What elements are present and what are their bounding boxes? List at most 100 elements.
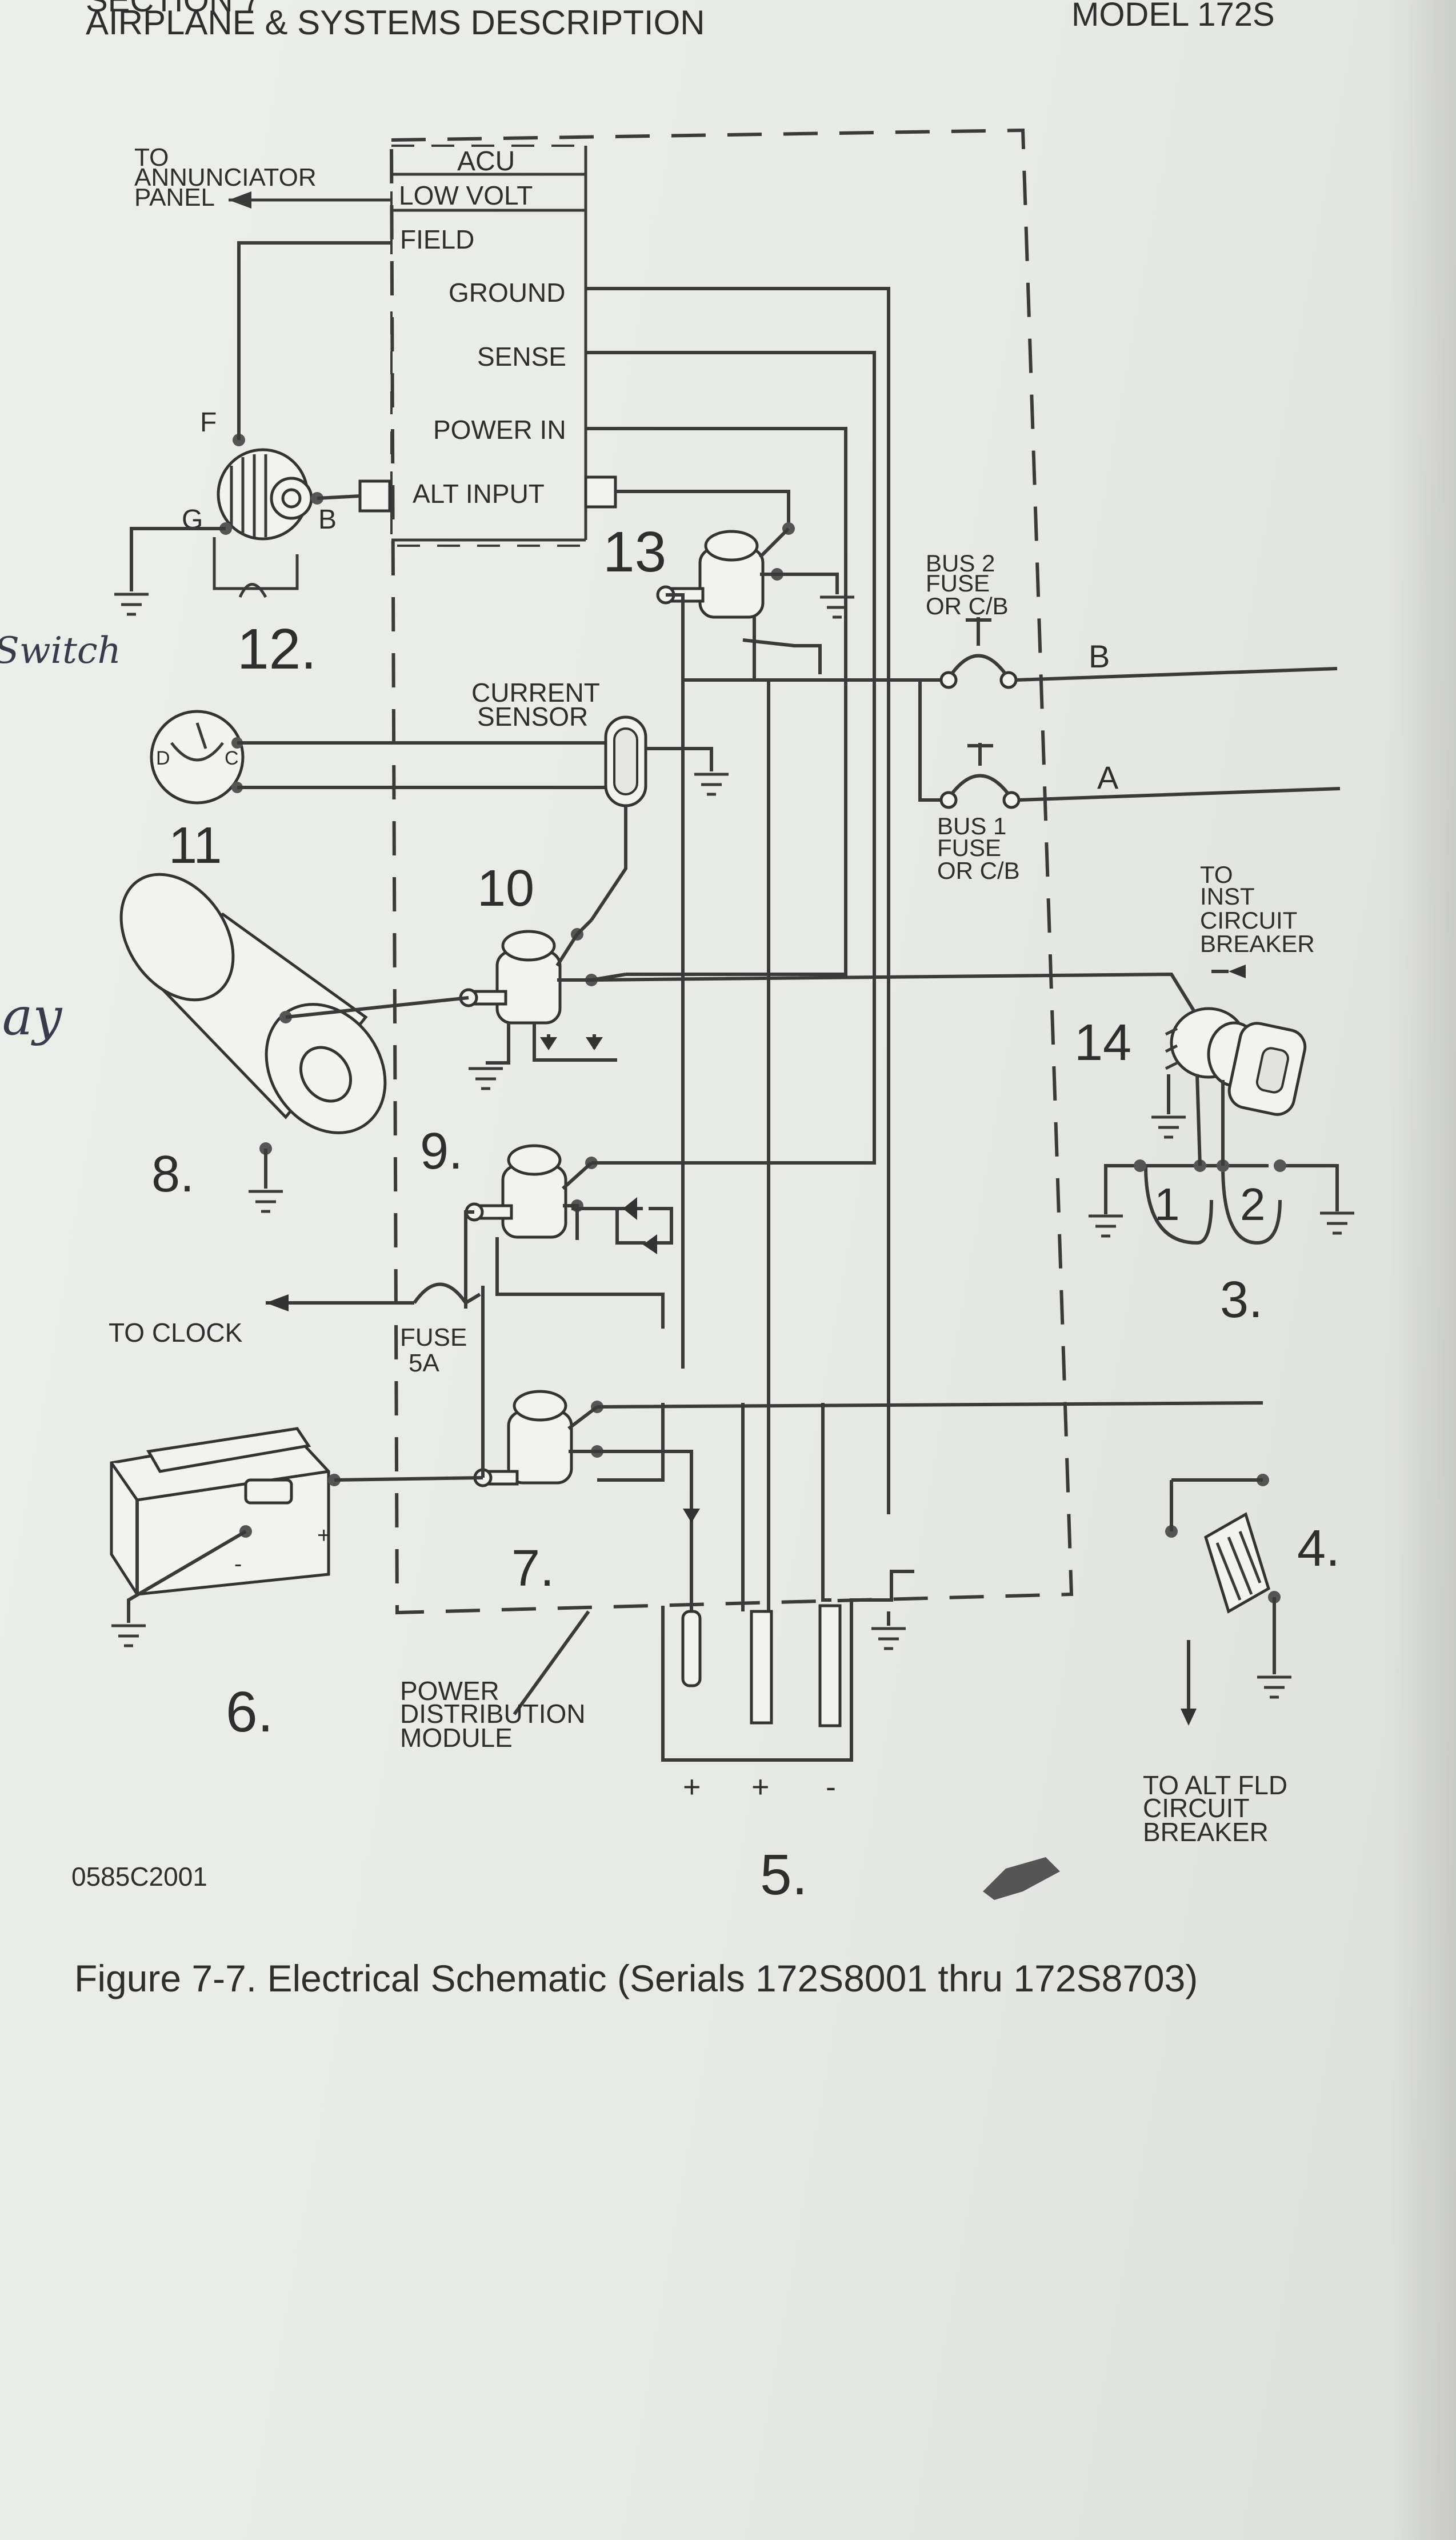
item-number-7: 7. bbox=[511, 1540, 554, 1597]
pdm-feeds bbox=[597, 1403, 745, 1611]
acu-label: ACU bbox=[457, 146, 515, 177]
acu-sense: SENSE bbox=[477, 342, 566, 371]
master-switch bbox=[1165, 1007, 1307, 1116]
inst-cb-arrowhead bbox=[1229, 965, 1246, 978]
clock-wire bbox=[266, 1293, 481, 1305]
svg-text:5A: 5A bbox=[409, 1349, 439, 1377]
item-number-12: 12. bbox=[237, 617, 317, 681]
pdm-leader-line bbox=[513, 1610, 590, 1715]
svg-text:INST: INST bbox=[1200, 883, 1255, 910]
section-header: SECTION 7 bbox=[86, 0, 261, 19]
pdm-label: POWER bbox=[400, 1676, 499, 1706]
item-number-4: 4. bbox=[1297, 1520, 1340, 1577]
model-label: MODEL 172S bbox=[1071, 0, 1275, 33]
item-number-8: 8. bbox=[151, 1146, 194, 1203]
to-alt-fld-label: TO ALT FLD bbox=[1143, 1770, 1287, 1800]
alt-input-wire bbox=[615, 490, 790, 529]
alt-contactor bbox=[656, 522, 795, 619]
svg-text:BREAKER: BREAKER bbox=[1200, 930, 1315, 957]
sensor-to-contactor-wire bbox=[590, 806, 627, 921]
contactor9-diodes bbox=[623, 1197, 657, 1254]
current-sensor-ground bbox=[694, 773, 729, 796]
master-switch-ground bbox=[1151, 1115, 1186, 1139]
item-number-10: 10 bbox=[477, 860, 534, 917]
svg-text:ANNUNCIATOR: ANNUNCIATOR bbox=[134, 163, 317, 191]
ammeter-wires bbox=[237, 741, 611, 789]
acu-field: FIELD bbox=[400, 225, 474, 254]
switch-ground-right bbox=[1320, 1211, 1354, 1235]
master-switch-feed bbox=[591, 972, 1196, 1013]
battery-cable bbox=[334, 1476, 483, 1482]
alt-field-component bbox=[1165, 1474, 1281, 1614]
switch-ground-left bbox=[1089, 1214, 1123, 1238]
svg-text:D: D bbox=[156, 747, 170, 769]
page-title: AIRPLANE & SYSTEMS DESCRIPTION bbox=[86, 3, 705, 42]
bus-b-label: B bbox=[1089, 638, 1110, 674]
pdm-ground bbox=[871, 1627, 906, 1650]
polarity-plus-1: + bbox=[683, 1770, 701, 1804]
item-number-1: 1 bbox=[1154, 1179, 1180, 1230]
svg-text:C: C bbox=[225, 747, 239, 769]
pdm-boundary bbox=[389, 128, 1074, 1615]
alt-fld-arrowhead bbox=[1181, 1709, 1197, 1726]
alt-field-ground bbox=[1257, 1675, 1291, 1699]
current-sensor bbox=[604, 715, 647, 807]
alt-contactor-coil bbox=[742, 638, 822, 674]
battery-ground bbox=[111, 1624, 146, 1647]
alternator-ground-wire bbox=[130, 527, 226, 591]
fuse-5a bbox=[413, 1282, 467, 1304]
bus-a-wire bbox=[918, 680, 1341, 802]
switch-contacts bbox=[1104, 1159, 1339, 1245]
bus-bars bbox=[661, 1570, 914, 1762]
ammeter: D C bbox=[150, 710, 245, 805]
starter-motor bbox=[119, 873, 387, 1155]
item-number-3: 3. bbox=[1220, 1271, 1263, 1329]
battery-diode bbox=[683, 1509, 700, 1523]
battery-contactor-bus bbox=[597, 1401, 1263, 1482]
svg-text:FUSE: FUSE bbox=[926, 570, 990, 597]
vertical-bus-wires bbox=[681, 677, 770, 1406]
starter-contactor-ground bbox=[469, 1067, 503, 1090]
svg-text:SENSOR: SENSOR bbox=[477, 702, 588, 731]
acu-ground: GROUND bbox=[449, 278, 565, 307]
starter-diodes bbox=[540, 1037, 603, 1050]
alternator-ground bbox=[114, 593, 149, 616]
bus2-label: BUS 2 bbox=[926, 550, 995, 577]
acu-box: ACU LOW VOLT FIELD GROUND SENSE POWER IN… bbox=[358, 145, 617, 547]
current-sensor-label: CURRENT bbox=[471, 678, 600, 707]
item-number-2: 2 bbox=[1240, 1179, 1266, 1230]
bus1-label: BUS 1 bbox=[937, 813, 1006, 839]
acu-low-volt: LOW VOLT bbox=[399, 181, 533, 210]
current-sensor-gnd-wire bbox=[646, 747, 713, 771]
figure-caption: Figure 7-7. Electrical Schematic (Serial… bbox=[74, 1957, 1198, 1999]
starter-cable bbox=[285, 996, 469, 1019]
acu-power-in: POWER IN bbox=[433, 415, 566, 445]
starter-contactor bbox=[459, 918, 598, 1025]
svg-text:CIRCUIT: CIRCUIT bbox=[1143, 1793, 1250, 1823]
alternator-bracket bbox=[213, 537, 299, 598]
item-number-13: 13 bbox=[603, 520, 666, 584]
handwritten-note-switch: Switch bbox=[0, 630, 121, 672]
svg-text:FUSE: FUSE bbox=[937, 834, 1001, 861]
svg-text:PANEL: PANEL bbox=[134, 183, 215, 211]
contactor9-input bbox=[464, 1210, 474, 1309]
alt-output-wire bbox=[317, 494, 361, 500]
svg-text:OR C/B: OR C/B bbox=[926, 593, 1009, 619]
alternator-g-terminal: G bbox=[182, 505, 203, 535]
alternator-f-terminal: F bbox=[200, 407, 217, 438]
ground-wire bbox=[586, 287, 890, 1514]
alternator: F G B bbox=[182, 407, 337, 541]
alt-contactor-gnd-wire bbox=[777, 573, 839, 594]
contactor9-diode-loop bbox=[649, 1207, 673, 1245]
contactor9-coil bbox=[495, 1237, 665, 1329]
polarity-plus-2: + bbox=[751, 1770, 770, 1804]
to-inst-label: TO bbox=[1200, 861, 1233, 888]
starter-ground-wire bbox=[486, 1023, 510, 1065]
item-number-9: 9. bbox=[420, 1123, 463, 1180]
annunciator-callout: TO ANNUNCIATOR PANEL bbox=[134, 143, 391, 211]
handwritten-note-relay: lay bbox=[0, 987, 62, 1047]
svg-text:+: + bbox=[317, 1523, 330, 1548]
svg-text:CIRCUIT: CIRCUIT bbox=[1200, 907, 1297, 934]
